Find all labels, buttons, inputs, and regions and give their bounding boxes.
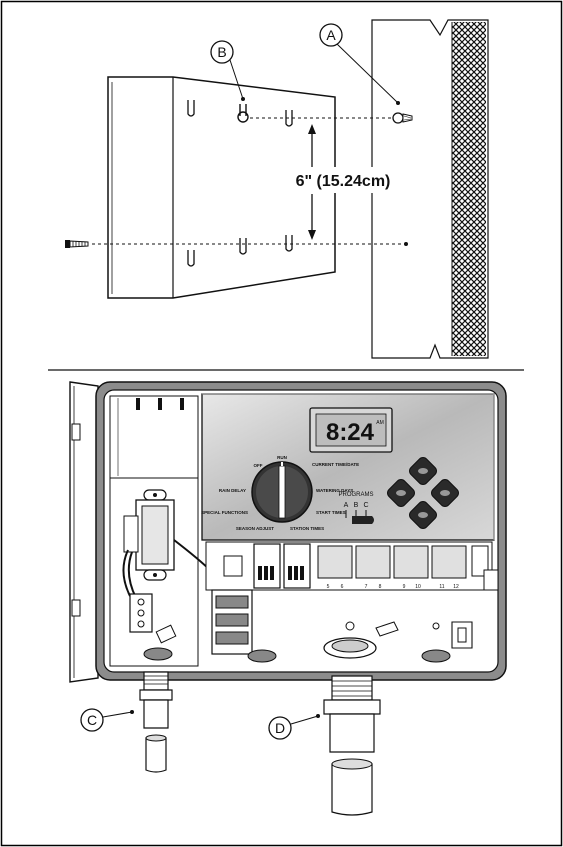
control-buttons bbox=[387, 457, 459, 529]
mounting-screw-top bbox=[392, 112, 413, 124]
dial-label-off: OFF bbox=[254, 463, 263, 468]
conduit-small bbox=[139, 671, 173, 773]
wall-mount-diagram: 6" (15.24cm) B A bbox=[65, 19, 489, 359]
dial-label-season-adjust: SEASON ADJUST bbox=[236, 526, 274, 531]
function-dial[interactable] bbox=[251, 461, 313, 523]
station-number-10: 10 bbox=[415, 584, 421, 590]
callout-c-circle bbox=[80, 708, 104, 732]
knockout-center bbox=[323, 621, 377, 659]
callout-c-label: C bbox=[87, 712, 97, 728]
callout-b-label: B bbox=[217, 44, 226, 60]
dial-label-watering-days: WATERING DAYS bbox=[316, 488, 353, 493]
station-number-8: 8 bbox=[379, 584, 382, 590]
callout-b-circle bbox=[210, 40, 234, 64]
transformer bbox=[123, 489, 175, 581]
sensor-terminals bbox=[211, 589, 253, 655]
expansion-slots bbox=[317, 545, 467, 579]
dial-label-current-time: CURRENT TIME/DATE bbox=[312, 462, 359, 467]
lcd-display: 8:24 AM bbox=[309, 407, 393, 453]
program-selector-button[interactable] bbox=[352, 516, 374, 524]
program-a: A bbox=[344, 502, 349, 509]
station-number-12: 12 bbox=[453, 584, 459, 590]
callout-a-label: A bbox=[326, 27, 336, 43]
callout-a-circle bbox=[319, 23, 343, 47]
dial-label-special-functions: SPECIAL FUNCTIONS bbox=[201, 510, 248, 515]
dial-label-run: RUN bbox=[277, 455, 287, 460]
program-b: B bbox=[354, 502, 359, 509]
station-number-11: 11 bbox=[439, 584, 444, 590]
dial-label-start-times: START TIMES bbox=[316, 510, 346, 515]
mounting-screw-bottom bbox=[65, 240, 89, 248]
wall-mesh bbox=[452, 22, 486, 356]
keyhole-slots bbox=[187, 100, 293, 267]
station-number-5: 5 bbox=[327, 584, 330, 590]
program-c: C bbox=[363, 502, 368, 509]
station-number-7: 7 bbox=[365, 584, 368, 590]
dial-label-rain-delay: RAIN DELAY bbox=[219, 488, 246, 493]
callout-d-circle bbox=[268, 716, 292, 740]
display-ampm: AM bbox=[376, 420, 384, 426]
station-number-9: 9 bbox=[403, 584, 406, 590]
display-time: 8:24 bbox=[326, 419, 375, 446]
dial-label-station-times: STATION TIMES bbox=[290, 526, 324, 531]
controller-diagram: 8:24 AM RUN OFF CURRENT TIME/DATE WATERI… bbox=[69, 381, 507, 816]
programs-label: PROGRAMS bbox=[338, 492, 373, 498]
conduit-large bbox=[323, 675, 381, 816]
base-module-terminals bbox=[253, 543, 311, 589]
power-terminal bbox=[129, 593, 177, 644]
station-number-6: 6 bbox=[341, 584, 344, 590]
measurement-label: 6" (15.24cm) bbox=[296, 173, 391, 190]
callout-d-label: D bbox=[275, 720, 285, 736]
